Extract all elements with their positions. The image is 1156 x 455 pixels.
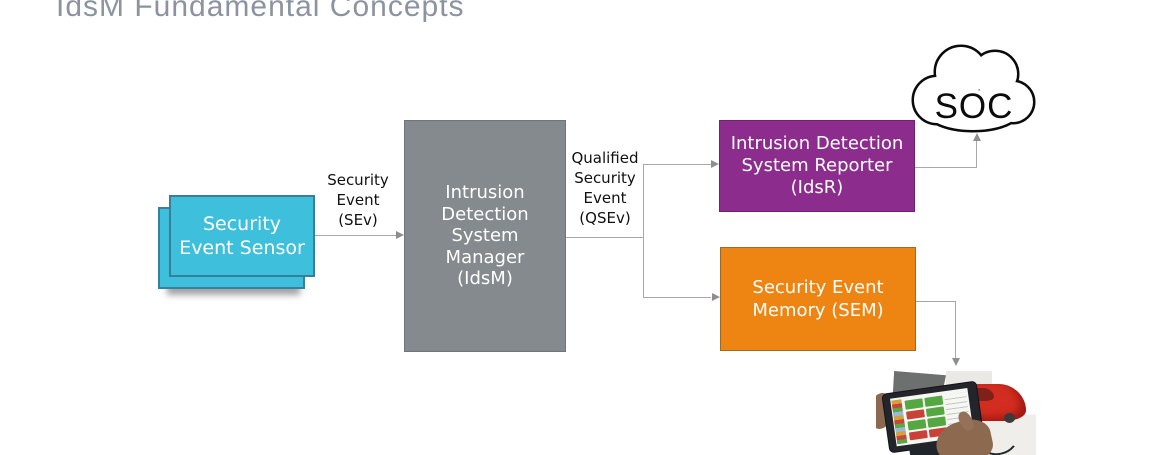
memory-label-line: Memory (SEM) bbox=[752, 300, 884, 321]
soc-cloud: SOC bbox=[903, 40, 1045, 136]
connector-to-photo bbox=[955, 301, 956, 358]
tablet-grid-cell bbox=[927, 416, 947, 428]
qsev-edge-label: Qualified Security Event (QSEv) bbox=[571, 149, 639, 227]
cloud-icon: SOC bbox=[911, 44, 1036, 133]
arrow-up-icon bbox=[973, 133, 981, 141]
manager-label-line: Intrusion bbox=[445, 182, 525, 204]
connector-to-soc bbox=[976, 141, 977, 168]
reporter-label-line: Intrusion Detection bbox=[730, 133, 904, 154]
manager-label-line: Manager bbox=[445, 246, 525, 268]
arrow-right-icon bbox=[396, 231, 404, 239]
connector-to-memory bbox=[643, 297, 711, 298]
soc-label: SOC bbox=[935, 87, 1014, 126]
arrow-right-icon bbox=[711, 160, 719, 168]
diagnostic-photo bbox=[876, 371, 1036, 455]
reporter-label-line: System Reporter bbox=[741, 155, 893, 176]
connector-memory-out bbox=[916, 301, 955, 302]
sensor-label-line: Security bbox=[202, 213, 282, 235]
connector-sensor-to-manager bbox=[315, 235, 397, 236]
manager-label-line: (IdsM) bbox=[457, 268, 513, 290]
tablet-grid-cell bbox=[925, 405, 945, 417]
tablet-grid-cell bbox=[907, 419, 927, 431]
manager-label-line: Detection bbox=[441, 203, 529, 225]
tablet-grid-cell bbox=[905, 408, 925, 420]
tablet-grid-cell bbox=[908, 429, 928, 441]
tablet-grid-cell bbox=[924, 395, 944, 407]
arrow-down-icon bbox=[952, 358, 960, 366]
memory-label-line: Security Event bbox=[752, 277, 884, 298]
connector-manager-out bbox=[566, 237, 643, 238]
car-wheel bbox=[1004, 413, 1015, 423]
connector-to-reporter bbox=[643, 164, 711, 165]
memory-box: Security Event Memory (SEM) bbox=[720, 247, 916, 351]
arrow-right-icon bbox=[712, 293, 720, 301]
sensor-box: Security Event Sensor bbox=[169, 195, 315, 277]
manager-label-line: System bbox=[451, 225, 519, 247]
reporter-box: Intrusion Detection System Reporter (Ids… bbox=[719, 120, 915, 212]
sev-edge-label: Security Event (SEv) bbox=[327, 171, 389, 229]
reporter-label-line: (IdsR) bbox=[790, 177, 844, 198]
connector-branch-vertical bbox=[643, 164, 644, 297]
manager-box: Intrusion Detection System Manager (IdsM… bbox=[404, 120, 566, 352]
connector-reporter-out bbox=[915, 167, 976, 168]
page-title: IdsM Fundamental Concepts bbox=[56, 0, 465, 23]
tablet-grid-cell bbox=[904, 398, 924, 410]
sensor-label-line: Event Sensor bbox=[179, 237, 305, 259]
stray-dot: . bbox=[410, 41, 414, 45]
